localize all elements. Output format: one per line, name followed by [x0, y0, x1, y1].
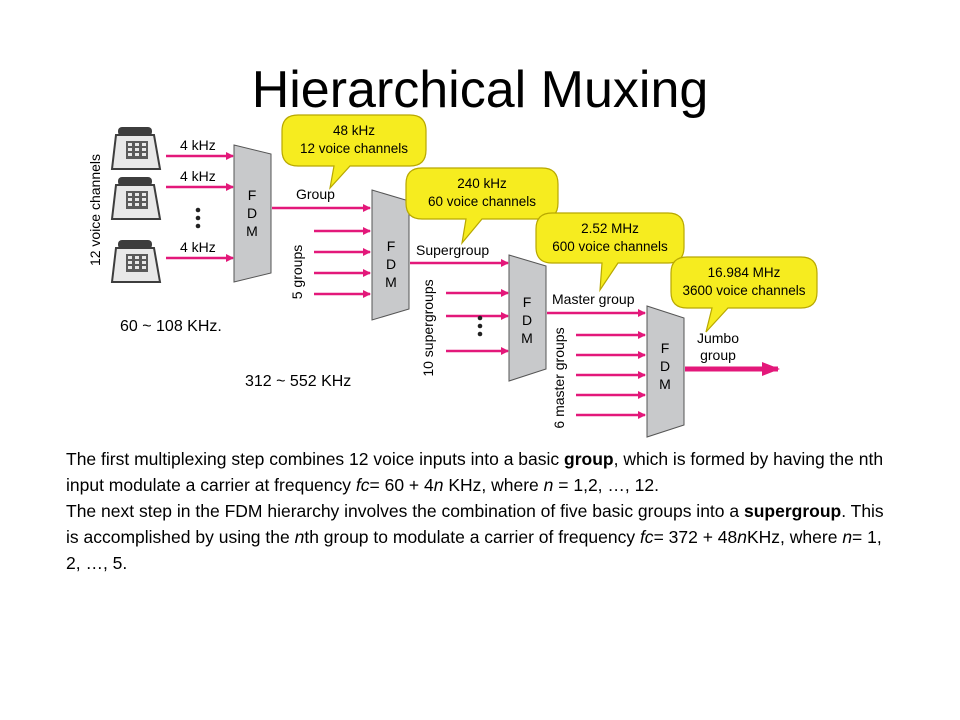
bubble-supergroup-channels: 60 voice channels [428, 194, 536, 209]
jumbo-group-label-line2: group [700, 347, 736, 363]
bubble-supergroup-freq: 240 kHz [457, 176, 507, 191]
group-output-label: Group [296, 186, 335, 202]
supergroup-output-label: Supergroup [416, 242, 489, 258]
supergroup-band-note: 312 ~ 552 KHz [245, 373, 352, 390]
fdm3-letter-f: F [523, 294, 532, 310]
bubble-jumbo-group-freq: 16.984 MHz [708, 265, 781, 280]
bubble-jumbo-group-channels: 3600 voice channels [682, 283, 805, 298]
bubble-group: 48 kHz 12 voice channels [281, 114, 427, 190]
group-band-note: 60 ~ 108 KHz. [120, 318, 222, 335]
bubble-master-group-channels: 600 voice channels [552, 239, 668, 254]
telephone-icon [111, 176, 161, 220]
bubble-supergroup: 240 kHz 60 voice channels [405, 167, 559, 246]
supergroups-input-label: 10 supergroups [420, 279, 436, 376]
telephone-icon [111, 126, 161, 170]
master-groups-input-label: 6 master groups [551, 327, 567, 428]
bubble-master-group-freq: 2.52 MHz [581, 221, 639, 236]
paragraph-supergroup: The next step in the FDM hierarchy invol… [66, 501, 884, 573]
bubble-group-channels: 12 voice channels [300, 141, 408, 156]
input-freq-2: 4 kHz [180, 168, 216, 184]
groups-input-label: 5 groups [289, 245, 305, 299]
slide-title: Hierarchical Muxing [251, 61, 709, 119]
fdm2-letter-f: F [387, 238, 396, 254]
fdm3-letter-d: D [522, 312, 532, 328]
fdm-hierarchy-diagram: 12 voice channels 4 kHz 4 kHz 4 kHz F D … [87, 114, 818, 438]
fdm4-letter-m: M [659, 376, 671, 392]
fdm4-letter-f: F [661, 340, 670, 356]
fdm2-letter-m: M [385, 274, 397, 290]
fdm1-letter-d: D [247, 205, 257, 221]
fdm1-letter-f: F [248, 187, 257, 203]
jumbo-group-label-line1: Jumbo [697, 330, 739, 346]
fdm2-letter-d: D [386, 256, 396, 272]
bubble-jumbo-group: 16.984 MHz 3600 voice channels [670, 256, 818, 333]
body-text: The first multiplexing step combines 12 … [66, 446, 896, 576]
fdm3-letter-m: M [521, 330, 533, 346]
input-channels-label: 12 voice channels [87, 154, 103, 266]
telephone-icon [111, 239, 161, 283]
bubble-master-group: 2.52 MHz 600 voice channels [535, 212, 685, 293]
input-freq-1: 4 kHz [180, 137, 216, 153]
fdm4-letter-d: D [660, 358, 670, 374]
master-group-output-label: Master group [552, 291, 635, 307]
bubble-group-freq: 48 kHz [333, 123, 375, 138]
fdm1-letter-m: M [246, 223, 258, 239]
paragraph-group: The first multiplexing step combines 12 … [66, 449, 884, 495]
input-freq-3: 4 kHz [180, 239, 216, 255]
